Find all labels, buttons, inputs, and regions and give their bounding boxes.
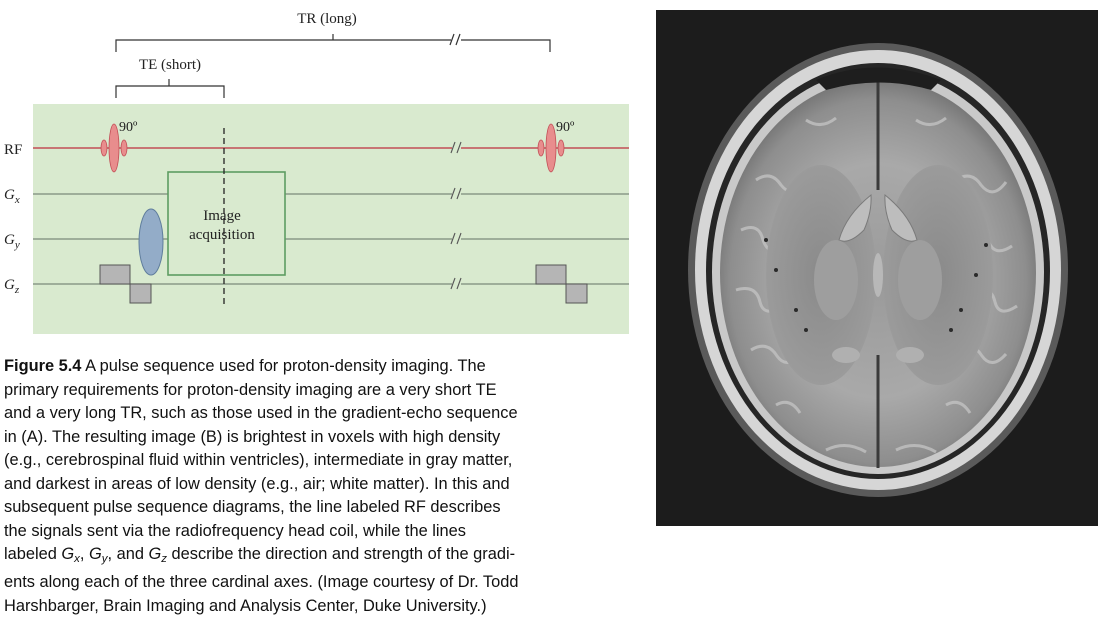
caption-line-9: labeled Gx, Gy, and Gz describe the dire… bbox=[4, 545, 516, 565]
tr-bracket bbox=[115, 34, 551, 52]
gy-row-label: Gy bbox=[4, 232, 20, 251]
diagram-panel bbox=[33, 104, 629, 334]
acquisition-label-line2: acquisition bbox=[189, 227, 255, 243]
gz-row-label: Gz bbox=[4, 277, 20, 296]
gy-phase-lobe bbox=[138, 208, 164, 276]
occipital-horn-right bbox=[896, 347, 924, 363]
line-break-marks bbox=[450, 141, 462, 290]
caption-line-4: in (A). The resulting image (B) is brigh… bbox=[4, 427, 501, 446]
acquisition-label-line1: Image bbox=[203, 208, 241, 224]
frontal-horn-left bbox=[838, 194, 872, 242]
caption-line-2: primary requirements for proton-density … bbox=[4, 380, 497, 399]
brain-mri-image bbox=[656, 10, 1098, 526]
caption-line-8: the signals sent via the radiofrequency … bbox=[4, 521, 466, 540]
basal-ganglia-left bbox=[814, 240, 858, 320]
tr-label: TR (long) bbox=[297, 11, 357, 27]
caption-line-11: Harshbarger, Brain Imaging and Analysis … bbox=[4, 596, 487, 615]
caption-line-10: ents along each of the three cardinal ax… bbox=[4, 573, 519, 592]
caption-line-6: and darkest in areas of low density (e.g… bbox=[4, 474, 510, 493]
tr-break-mark bbox=[449, 33, 461, 46]
rf-pulse-1 bbox=[100, 123, 128, 173]
gx-row-label: Gx bbox=[4, 187, 20, 206]
caption-line-3: and a very long TR, such as those used i… bbox=[4, 404, 518, 422]
rf-pulse-2-label: 90º bbox=[556, 120, 575, 135]
rf-pulse-2 bbox=[537, 123, 565, 173]
caption-line-7: subsequent pulse sequence diagrams, the … bbox=[4, 498, 501, 516]
line-break-gaps bbox=[452, 141, 461, 291]
te-bracket bbox=[115, 79, 225, 98]
figure-caption: Figure 5.4 A pulse sequence used for pro… bbox=[4, 355, 632, 618]
gz-lobes-1 bbox=[99, 264, 152, 304]
gz-lobes-2 bbox=[535, 264, 588, 304]
third-ventricle bbox=[873, 253, 883, 297]
rf-row-label: RF bbox=[4, 142, 22, 158]
caption-line-5: (e.g., cerebrospinal fluid within ventri… bbox=[4, 451, 513, 469]
frontal-horn-right bbox=[884, 194, 918, 242]
figure-label: Figure 5.4 bbox=[4, 357, 82, 375]
caption-line-1: Figure 5.4 A pulse sequence used for pro… bbox=[4, 357, 486, 375]
rf-pulse-1-label: 90º bbox=[119, 120, 138, 135]
pulse-sequence-diagram: TR (long) TE (short) RF Gx Gy Gz 90º 90º… bbox=[4, 11, 629, 334]
frontal-dark-region bbox=[816, 67, 941, 90]
occipital-horn-left bbox=[832, 347, 860, 363]
mri-image-panel bbox=[656, 10, 1098, 526]
basal-ganglia-right bbox=[898, 240, 942, 320]
te-label: TE (short) bbox=[139, 57, 201, 73]
vessel-dots bbox=[764, 238, 988, 332]
image-acquisition-box bbox=[167, 171, 286, 276]
